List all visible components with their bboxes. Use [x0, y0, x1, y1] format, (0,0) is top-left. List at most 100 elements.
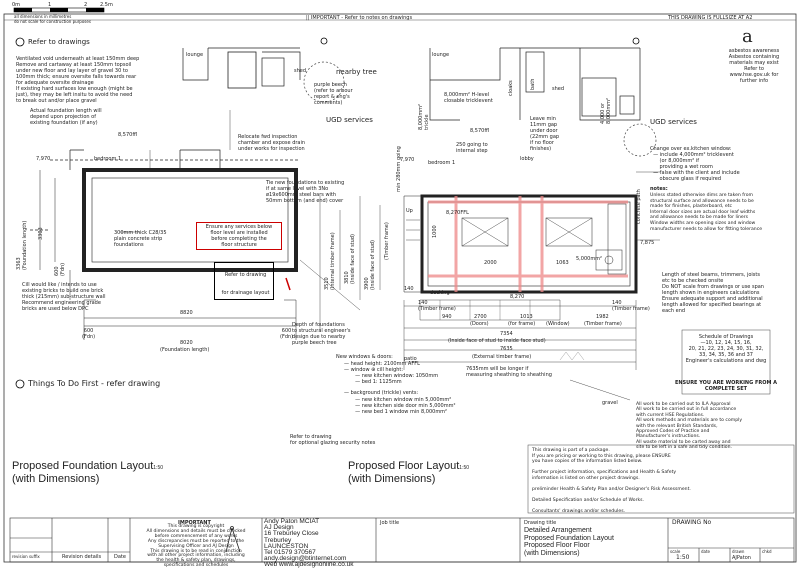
background-vents-head: — background (trickle) vents:: [344, 390, 418, 396]
strip-foundation-note: 300mm thick C28/35 plain concrete strip …: [114, 230, 167, 248]
scale-value: 1:50: [676, 555, 689, 561]
kitchen-window-note: Change over ex.kitchen window: — include…: [650, 146, 740, 182]
lounge-label-right: lounge: [432, 52, 449, 58]
bedroom-1-left: bedroom 1: [94, 156, 121, 162]
scale-bar: [14, 8, 104, 12]
timber-frame-label: (Timber frame): [584, 321, 622, 327]
job-title-label: Job title: [380, 520, 399, 526]
dim-7875: 7,875: [640, 240, 654, 246]
foundation-layout-title: Proposed Foundation Layout1:50: [12, 460, 163, 472]
dim-1982: 1982: [596, 314, 609, 320]
relocate-note: Relocate fwd inspection chamber and expo…: [238, 134, 305, 152]
level-8570-left: 8,570ffl: [118, 132, 137, 138]
dim-8820: 8820: [180, 310, 193, 316]
dim-1063: 1063: [556, 260, 569, 266]
sheathing-note: 7635mm will be longer if measuring sheat…: [466, 366, 552, 378]
cill-note: Cill would like / intends to use existin…: [22, 282, 106, 312]
min-going: min 280mm going: [396, 146, 402, 192]
ventilated-void-note: Ventilated void underneath at least 150m…: [16, 56, 139, 104]
dim-140-vertical: 140: [404, 286, 414, 292]
dim-timber-frame-v: (Timber frame): [384, 222, 390, 260]
lobby-label: lobby: [520, 156, 534, 162]
dim-940: 940: [442, 314, 452, 320]
internal-step-note: 250 going to internal step: [456, 142, 488, 154]
concrete-path-label: concrete path: [636, 189, 642, 224]
date-label: date: [701, 549, 710, 555]
important-banner: || IMPORTANT - Refer to notes on drawing…: [306, 15, 412, 21]
tie-note: Tie new foundations to existing if at sa…: [266, 180, 344, 204]
notes-body: Unless stated otherwise dims are taken f…: [650, 193, 762, 232]
floor-layout-title: Proposed Floor Layout1:50: [348, 460, 469, 472]
drawing-title: Detailed Arrangement Proposed Foundation…: [524, 527, 614, 557]
dim-3900: 3900 (Inside face of stud): [364, 240, 376, 290]
dim-7970-right: 7,970: [400, 157, 414, 163]
vent-v-note: 8,000mm² trickle: [418, 104, 430, 130]
dim-3510: 3510 (Internal timber frame): [324, 232, 336, 290]
drawn-value: AJPaton: [732, 555, 751, 561]
dim-7354: 7354: [500, 331, 513, 337]
dim-3363: 3363 (Foundation length): [16, 221, 28, 270]
dim-2000: 2000: [484, 260, 497, 266]
hse-note: All work to be carried out to ILA Approv…: [636, 402, 742, 451]
dim-4000: 4,000 or 8,000mm²: [600, 98, 612, 124]
package-note: This drawing is part of a package. If yo…: [532, 448, 691, 514]
ugd-services-right: UGD services: [650, 118, 697, 126]
dim-2700: 2700: [474, 314, 487, 320]
doors-label: (Doors): [470, 321, 489, 327]
window-label: (Window): [546, 321, 570, 327]
fullsize-banner: THIS DRAWING IS FULLSIZE AT A2: [668, 15, 752, 21]
scale-note-noscale: do not scale for construction purposes: [14, 19, 91, 25]
dim-140-right: 140 (Timber frame): [612, 300, 650, 312]
things-to-do-first: Things To Do First - refer drawing: [28, 380, 160, 388]
dim-140-left: 140 (Timber frame): [418, 300, 456, 312]
asbestos-symbol: a: [742, 26, 753, 47]
windows-doors-head: New windows & doors:: [336, 354, 393, 360]
purple-beech-note: purple beech (refer to arbour report & e…: [314, 82, 353, 106]
services-box: Ensure any services below floor level ar…: [196, 222, 282, 250]
lounge-label: lounge: [186, 52, 203, 58]
vent-5000: 5,000mm²: [576, 256, 602, 262]
foundation-layout-title-text: Proposed Foundation Layout: [12, 460, 153, 472]
important-body: This drawing is copyright All dimensions…: [132, 525, 260, 569]
windows-doors-list: — head height: 2100mm AFFL — window ⊕ ci…: [344, 361, 438, 385]
dim-7635: 7635: [500, 346, 513, 352]
scale-tick-3: 2.5m: [100, 2, 113, 8]
shed-label: shed: [294, 68, 306, 74]
dim-8270: 8,270: [510, 294, 524, 300]
up-label: Up: [406, 208, 413, 214]
dim-600-vertical: 600 (Fdn): [54, 263, 66, 276]
floor-layout-subtitle: (with Dimensions): [348, 473, 435, 485]
level-8570-right: 8,570ffl: [470, 128, 489, 134]
depth-note: Depth of foundations to structural engin…: [292, 322, 351, 346]
dim-8020: 8020: [180, 340, 193, 346]
glazing-note: Refer to drawing for optional glazing se…: [290, 434, 375, 446]
dim-1000: 1000: [432, 225, 438, 238]
bedroom-1-right: bedroom 1: [428, 160, 455, 166]
refer-to-drawing-label: Refer to drawing: [225, 272, 267, 278]
decking-label: decking: [430, 290, 450, 296]
drawing-title-label: Drawing title: [524, 520, 556, 526]
foundation-length-label: (Foundation length): [160, 347, 209, 353]
revision-details-label: Revision details: [62, 554, 101, 560]
background-vents-list: — new kitchen window min 5,000mm² — new …: [344, 397, 455, 415]
gravel-label: gravel: [602, 400, 618, 406]
nearby-tree-label: nearby tree: [336, 68, 377, 76]
scale-tick-1: 1: [48, 2, 51, 8]
leave-gap-note: Leave min 11mm gap under door (22mm gap …: [530, 116, 559, 152]
floor-layout-title-text: Proposed Floor Layout: [348, 460, 459, 472]
cloaks-label: cloaks: [508, 80, 514, 96]
level-8270: 8,270FFL: [446, 210, 469, 216]
inside-face-label: (Inside face of stud to inside face stud…: [448, 338, 546, 344]
firm-details: Andy Paton MCIAT AJ Design 16 Treburley …: [264, 519, 354, 569]
refer-to-drawings: Refer to drawings: [28, 38, 90, 46]
floor-layout-scale: 1:50: [459, 465, 469, 471]
drainage-box: Refer to drawing for drainage layout: [214, 262, 274, 300]
foundation-layout-subtitle: (with Dimensions): [12, 473, 99, 485]
ugd-services-left: UGD services: [326, 116, 373, 124]
schedule-of-drawings: Schedule of Drawings —10, 12, 14, 15, 16…: [684, 334, 768, 364]
dim-3810: 3810 (Inside face of stud): [344, 234, 356, 284]
revision-suffix-label: revision suffix: [12, 554, 50, 560]
external-frame-label: (External timber frame): [472, 354, 531, 360]
notes-title: notes:: [650, 186, 668, 192]
drawing-no-label: DRAWING No: [672, 520, 711, 526]
